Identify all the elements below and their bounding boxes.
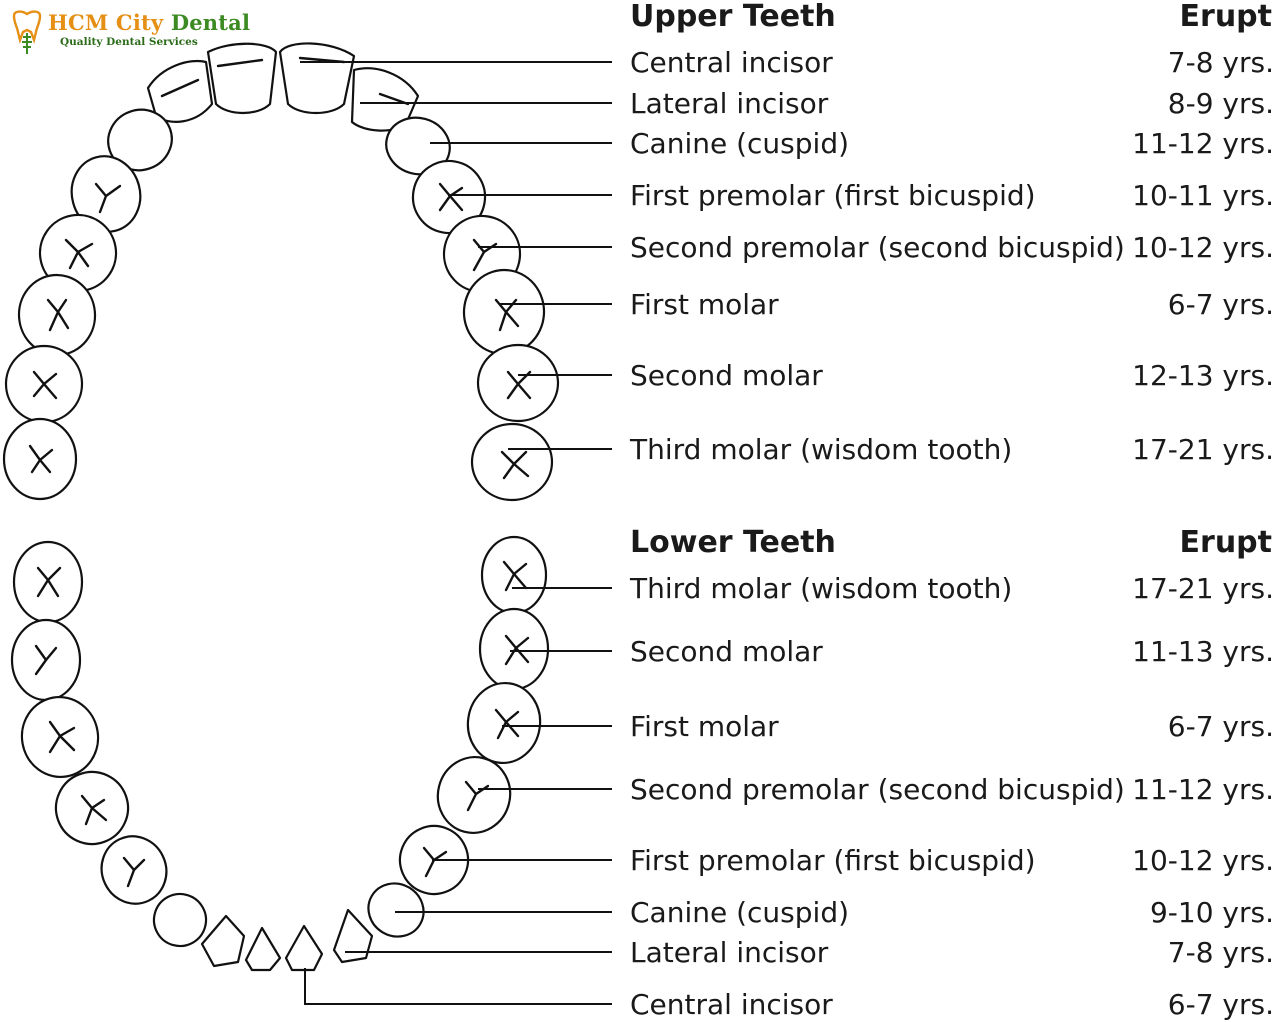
eruption-age-label: 7-8 yrs. [1168, 936, 1274, 969]
lower-arch [10, 535, 550, 972]
tooth-name-label: Second molar [630, 359, 823, 392]
tooth-name-label: Third molar (wisdom tooth) [629, 572, 1012, 605]
eruption-age-label: 11-13 yrs. [1132, 635, 1274, 668]
occlusal-groove [216, 58, 264, 68]
occlusal-groove [46, 298, 70, 332]
occlusal-groove [48, 720, 76, 754]
canine-tooth [385, 116, 451, 176]
occlusal-groove [160, 78, 200, 98]
eruption-age-label: 10-12 yrs. [1132, 231, 1274, 264]
central-incisor-tooth [206, 42, 278, 115]
occlusal-groove [36, 566, 62, 598]
clinic-tagline: Quality Dental Services [60, 36, 198, 48]
central-incisor-tooth [244, 926, 282, 972]
eruption-age-label: 17-21 yrs. [1132, 572, 1274, 605]
eruption-age-label: 6-7 yrs. [1168, 710, 1274, 743]
occlusal-groove [494, 708, 520, 740]
tooth-name-label: Canine (cuspid) [630, 127, 849, 160]
tooth-name-label: First molar [630, 288, 779, 321]
eruption-age-label: 17-21 yrs. [1132, 433, 1274, 466]
upper-section-title: Upper Teeth [630, 0, 836, 34]
tooth-name-label: First premolar (first bicuspid) [630, 844, 1036, 877]
eruption-age-label: 6-7 yrs. [1168, 288, 1274, 321]
leader-lines [300, 61, 612, 1005]
premolar-tooth [70, 155, 142, 233]
central-incisor-tooth [278, 42, 356, 114]
central-incisor-tooth [284, 924, 324, 972]
occlusal-groove [34, 644, 58, 676]
canine-tooth [107, 108, 173, 172]
occlusal-groove [94, 182, 122, 214]
eruption-age-label: 10-12 yrs. [1132, 844, 1274, 877]
lateral-incisor-tooth [146, 60, 214, 123]
tooth-name-label: Lateral incisor [630, 936, 829, 969]
molar-tooth [466, 681, 542, 765]
tooth-name-label: Second molar [630, 635, 823, 668]
lateral-incisor-tooth [350, 67, 420, 132]
tooth-icon [12, 10, 42, 54]
tooth-name-label: First premolar (first bicuspid) [630, 179, 1036, 212]
upper-erupt-header: Erupt [1180, 0, 1272, 34]
lateral-incisor-tooth [332, 908, 374, 964]
tooth-name-label: Third molar (wisdom tooth) [629, 433, 1012, 466]
tooth-name-label: Second premolar (second bicuspid) [630, 773, 1125, 806]
lower-section-title: Lower Teeth [630, 525, 836, 560]
eruption-age-label: 11-12 yrs. [1132, 773, 1274, 806]
occlusal-groove [122, 856, 146, 888]
occlusal-groove [502, 560, 528, 592]
occlusal-groove [500, 450, 530, 480]
occlusal-groove [494, 298, 520, 332]
upper-label-list: Central incisor 7-8 yrs. Lateral incisor 8-… [629, 46, 1274, 466]
tooth-name-label: Lateral incisor [630, 87, 829, 120]
eruption-age-label: 7-8 yrs. [1168, 46, 1274, 79]
eruption-age-label: 12-13 yrs. [1132, 359, 1274, 392]
lower-label-list: Third molar (wisdom tooth) 17-21 yrs. Seco… [629, 572, 1274, 1021]
lower-erupt-header: Erupt [1180, 525, 1272, 560]
clinic-name-part1: HCM City [48, 10, 164, 35]
tooth-name-label: First molar [630, 710, 779, 743]
occlusal-groove [80, 794, 108, 826]
clinic-name-part2: Dental [170, 10, 251, 35]
tooth-name-label: Canine (cuspid) [630, 896, 849, 929]
occlusal-groove [64, 238, 94, 270]
eruption-age-label: 11-12 yrs. [1132, 127, 1274, 160]
eruption-age-label: 10-11 yrs. [1132, 179, 1274, 212]
leader-line [304, 968, 612, 1005]
occlusal-groove [28, 444, 54, 474]
tooth-name-label: Central incisor [630, 988, 833, 1021]
tooth-name-label: Second premolar (second bicuspid) [630, 231, 1125, 264]
occlusal-groove [32, 370, 58, 400]
canine-tooth [367, 882, 425, 938]
upper-arch [2, 42, 560, 502]
eruption-age-label: 8-9 yrs. [1168, 87, 1274, 120]
clinic-name: HCM City Dental [48, 10, 250, 35]
lateral-incisor-tooth [200, 914, 246, 968]
premolar-tooth [436, 756, 512, 834]
tooth-name-label: Central incisor [630, 46, 833, 79]
canine-tooth [152, 892, 208, 948]
eruption-age-label: 6-7 yrs. [1168, 988, 1274, 1021]
eruption-age-label: 9-10 yrs. [1150, 896, 1274, 929]
clinic-logo: HCM City Dental Quality Dental Services [10, 8, 250, 56]
